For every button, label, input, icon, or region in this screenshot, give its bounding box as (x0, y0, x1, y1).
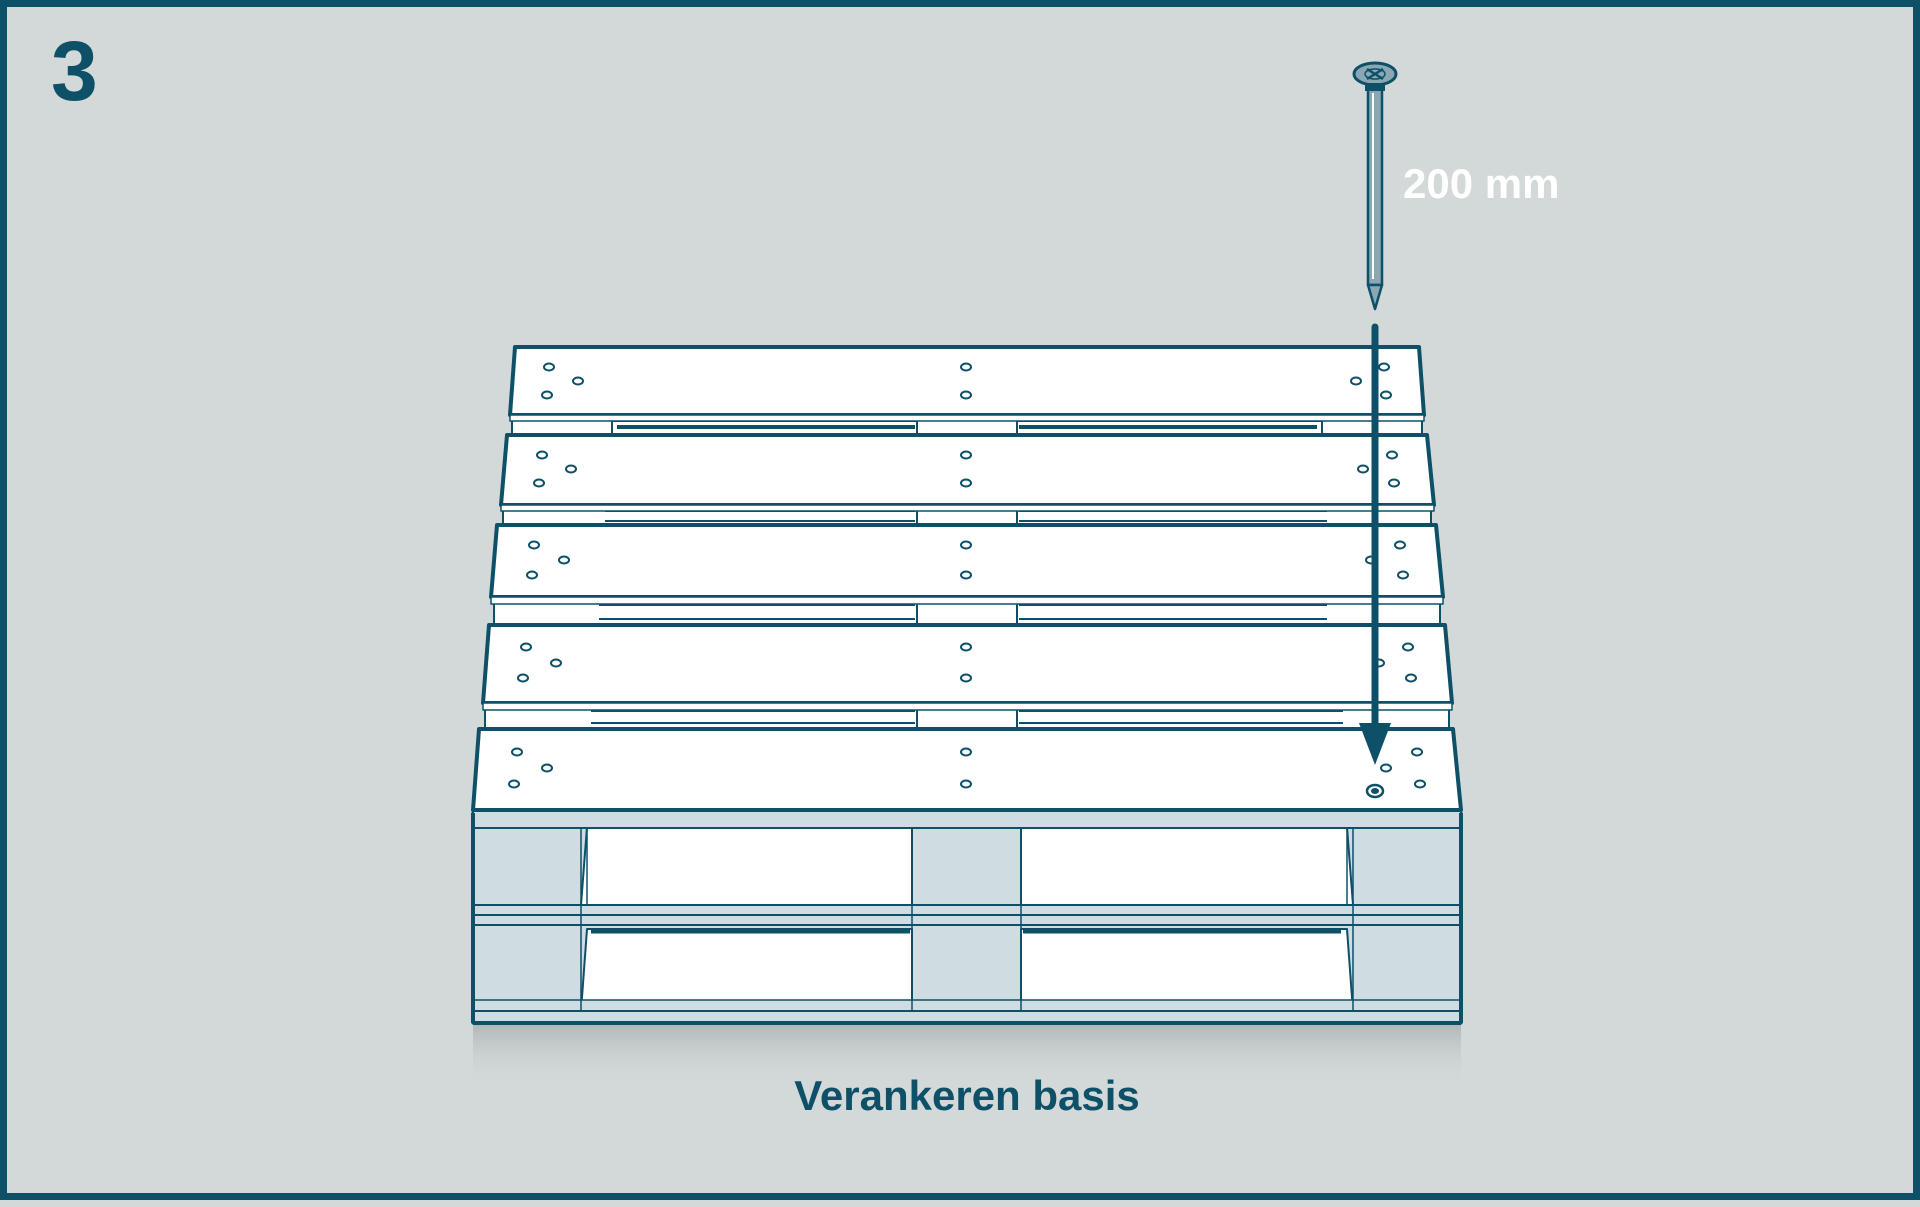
screw-holes (508, 362, 1426, 789)
nail-icon (1352, 61, 1398, 311)
arrow-down-icon (1359, 323, 1391, 765)
pallet-base (471, 809, 1463, 1025)
pallet-illustration (471, 61, 1463, 1087)
nail-length-label: 200 mm (1403, 160, 1560, 207)
target-hole-icon (1365, 783, 1385, 799)
step-caption: Verankeren basis (794, 1072, 1140, 1119)
deck-board-5 (471, 727, 1463, 812)
step-number: 3 (51, 24, 98, 118)
deck-board-3 (489, 523, 1445, 605)
pallet-shadow (473, 1022, 1461, 1087)
deck-board-4 (481, 623, 1454, 711)
deck-board-2 (499, 433, 1436, 512)
deck-board-1 (508, 345, 1426, 422)
